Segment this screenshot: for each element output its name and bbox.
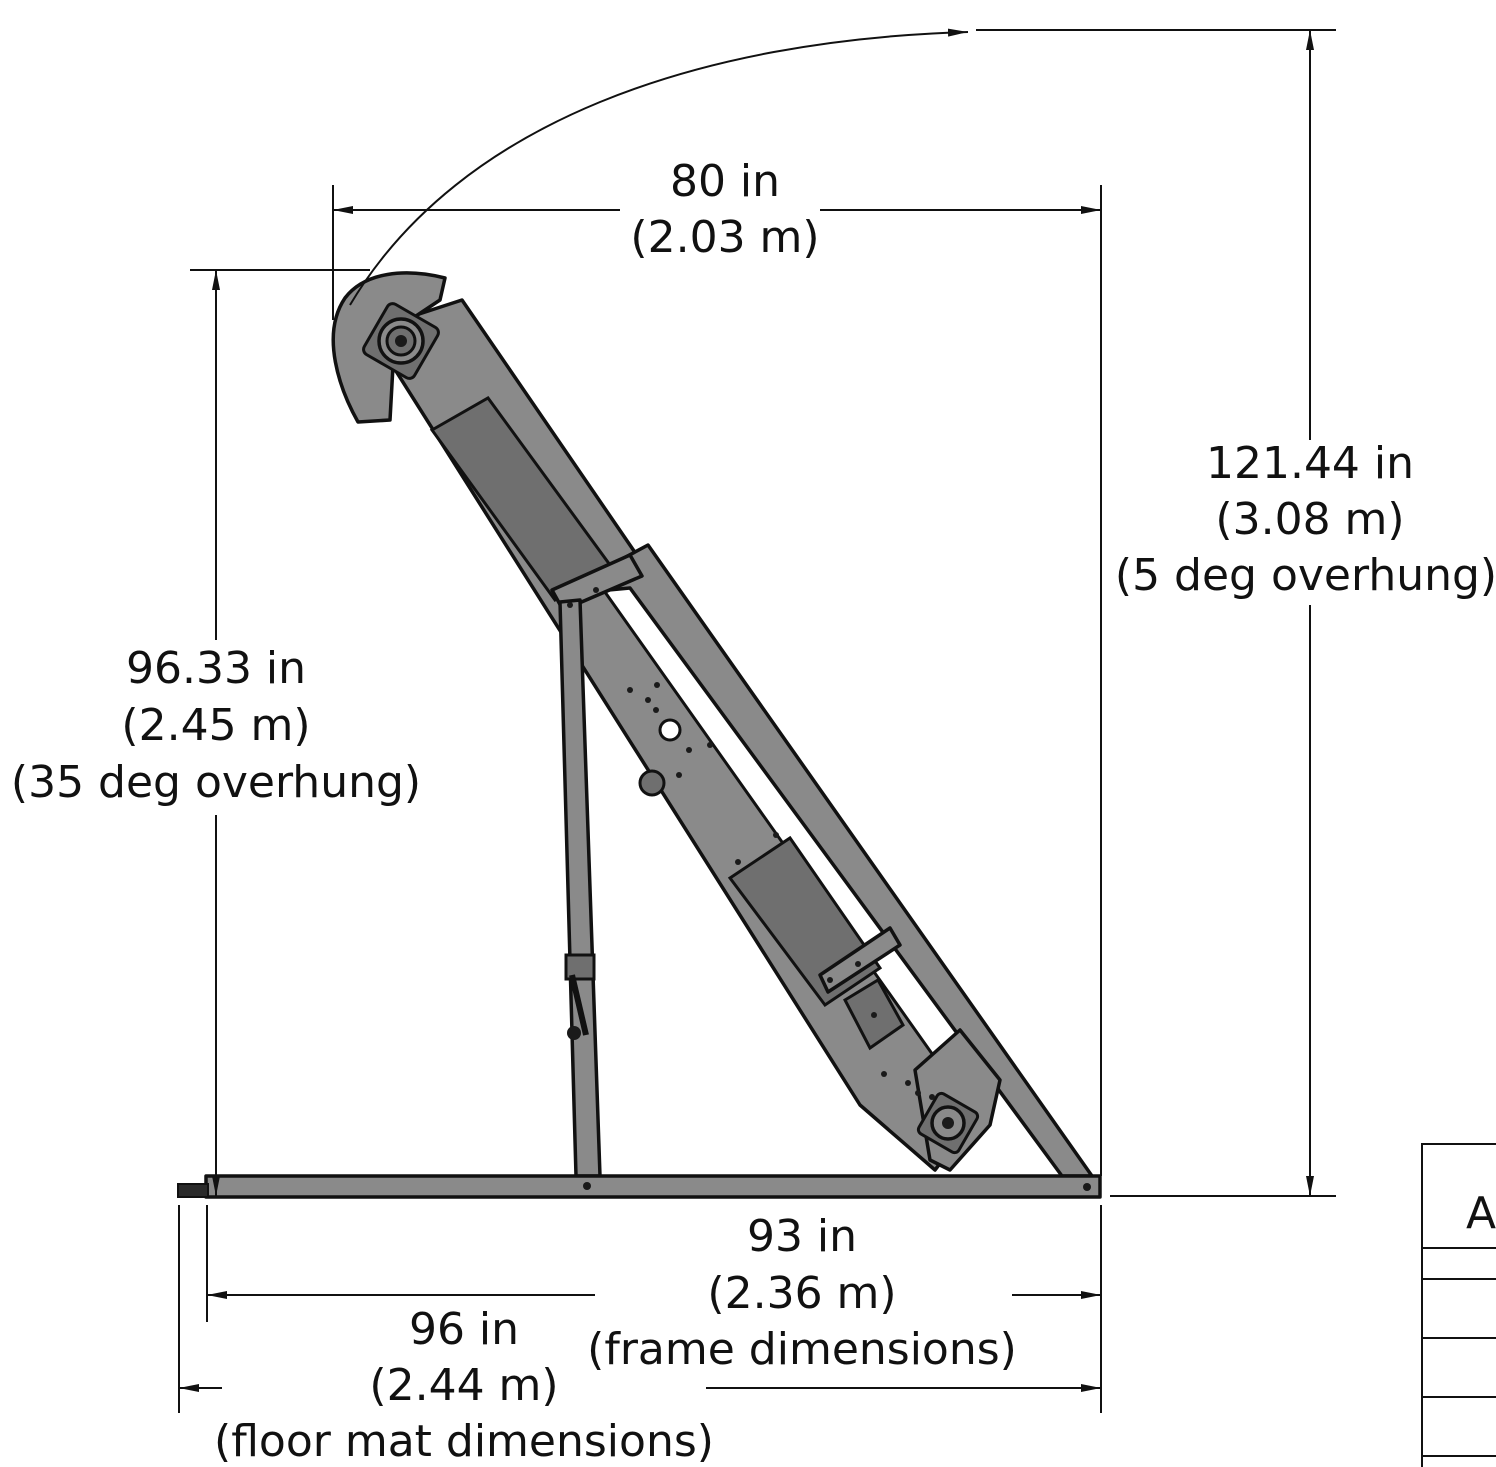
height-right-note: (5 deg overhung) [1115,550,1496,601]
machine-assembly [177,271,1102,1199]
height-left-value: 96.33 in [126,643,306,694]
height-right-value: 121.44 in [1206,438,1414,489]
side-knob [638,769,666,797]
base-frame [204,1174,1102,1199]
floor-mat-note: (floor mat dimensions) [214,1416,714,1467]
floor-mat-metric: (2.44 m) [369,1360,558,1411]
frame-length-metric: (2.36 m) [707,1268,896,1319]
dimension-lines [178,29,1336,1413]
width-top-metric: (2.03 m) [630,212,819,263]
revision-table: A [1421,1143,1496,1467]
leg-clamp [564,953,596,981]
lower-cross-plate [818,926,902,994]
body-port [658,718,682,742]
frame-length-value: 93 in [747,1211,857,1262]
height-left-note: (35 deg overhung) [11,757,421,808]
frame-length-note: (frame dimensions) [587,1324,1017,1375]
width-top-value: 80 in [670,156,780,207]
bolts [567,587,935,1100]
head-pulley [362,302,440,380]
tail-pulley [916,1091,980,1155]
floor-mat-edge [177,1183,209,1198]
table-header: A [1466,1188,1496,1239]
height-left-metric: (2.45 m) [121,700,310,751]
floor-mat-value: 96 in [409,1304,519,1355]
dimension-labels: 80 in (2.03 m) 121.44 in (3.08 m) (5 deg… [11,156,1496,1467]
height-right-metric: (3.08 m) [1215,494,1404,545]
leg-lever [569,974,589,1036]
swing-arc [349,28,969,306]
